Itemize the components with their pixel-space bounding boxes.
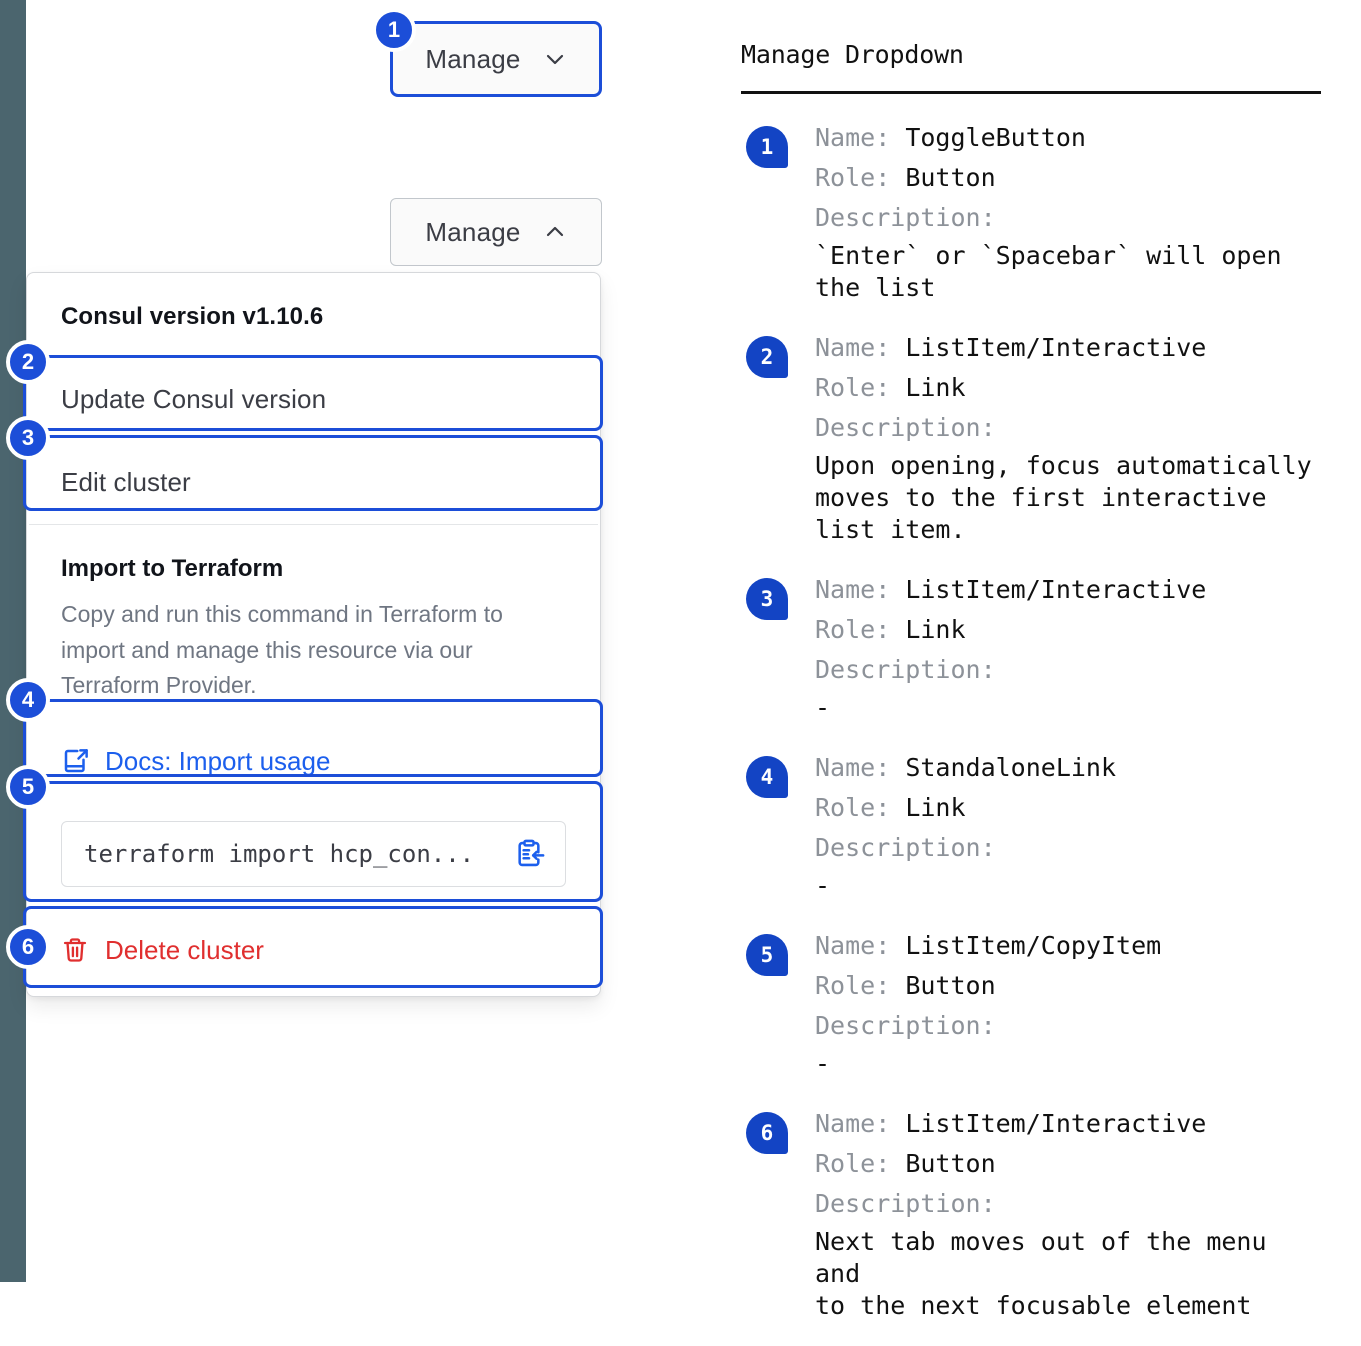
copy-clipboard-icon[interactable] (513, 838, 545, 870)
terraform-command-wrapper: terraform import hcp_con... (27, 801, 600, 909)
trash-icon (61, 936, 89, 964)
key-item-description-label: Description: (815, 413, 996, 442)
menu-item-update-consul-version[interactable]: Update Consul version (61, 384, 327, 414)
key-badge-1: 1 (746, 126, 788, 168)
key-item-role: Role: Link (815, 793, 966, 822)
key-badge-3: 3 (746, 578, 788, 620)
key-item-name: Name: ListItem/CopyItem (815, 931, 1162, 960)
chevron-down-icon (543, 47, 567, 71)
manage-dropdown-mock: Manage Manage Consul version v1.10.6 Upd… (0, 0, 700, 1282)
key-item-name: Name: ToggleButton (815, 123, 1086, 152)
key-item-description-label: Description: (815, 1189, 996, 1218)
key-badge-6: 6 (746, 1112, 788, 1154)
chevron-up-icon (543, 220, 567, 244)
key-item-name: Name: StandaloneLink (815, 753, 1117, 782)
menu-item-edit-cluster[interactable]: Edit cluster (61, 467, 191, 497)
key-item-description: - (815, 693, 831, 722)
key-item-role: Role: Button (815, 163, 996, 192)
key-item-description: - (815, 871, 831, 900)
key-badge-4: 4 (746, 756, 788, 798)
manage-dropdown-panel: Consul version v1.10.6 Update Consul ver… (26, 272, 601, 997)
key-item-description-label: Description: (815, 833, 996, 862)
key-item-description-label: Description: (815, 1011, 996, 1040)
marker-5: 5 (6, 765, 50, 809)
key-item-description: `Enter` or `Spacebar` will open the list (815, 241, 1282, 302)
key-item-description-label: Description: (815, 655, 996, 684)
menu-item-delete-cluster[interactable]: Delete cluster (27, 909, 600, 996)
marker-2: 2 (6, 340, 50, 384)
key-badge-2: 2 (746, 336, 788, 378)
key-item-description: Upon opening, focus automatically moves … (815, 451, 1312, 544)
divider (29, 524, 598, 525)
terraform-command-text: terraform import hcp_con... (84, 839, 475, 868)
key-item-role: Role: Button (815, 971, 996, 1000)
key-item-description: Next tab moves out of the menu and to th… (815, 1227, 1267, 1320)
key-item-description: - (815, 1049, 831, 1078)
external-link-docs-icon (61, 746, 91, 776)
docs-import-usage-link[interactable]: Docs: Import usage (27, 722, 600, 801)
key-title-rule (741, 91, 1321, 94)
import-to-terraform-title: Import to Terraform (61, 555, 284, 582)
docs-link-label: Docs: Import usage (105, 745, 331, 776)
marker-1: 1 (372, 8, 416, 52)
key-item-name: Name: ListItem/Interactive (815, 575, 1207, 604)
marker-6: 6 (6, 925, 50, 969)
key-item-role: Role: Link (815, 615, 966, 644)
manage-toggle-button-open[interactable]: Manage (390, 198, 602, 266)
marker-3: 3 (6, 416, 50, 460)
key-item-name: Name: ListItem/Interactive (815, 333, 1207, 362)
key-badge-5: 5 (746, 934, 788, 976)
key-item-role: Role: Link (815, 373, 966, 402)
manage-toggle-label: Manage (425, 43, 521, 74)
marker-4: 4 (6, 678, 50, 722)
terraform-command-box[interactable]: terraform import hcp_con... (61, 820, 566, 887)
key-item-role: Role: Button (815, 1149, 996, 1178)
consul-version-header: Consul version v1.10.6 (61, 303, 324, 330)
key-title: Manage Dropdown (741, 40, 964, 69)
manage-toggle-label-open: Manage (425, 216, 521, 247)
manage-toggle-button-closed[interactable]: Manage (390, 21, 602, 97)
key-item-description-label: Description: (815, 203, 996, 232)
delete-cluster-label: Delete cluster (105, 934, 264, 965)
import-to-terraform-description: Copy and run this command in Terraform t… (61, 601, 503, 699)
key-item-name: Name: ListItem/Interactive (815, 1109, 1207, 1138)
left-side-rail (0, 0, 26, 1282)
